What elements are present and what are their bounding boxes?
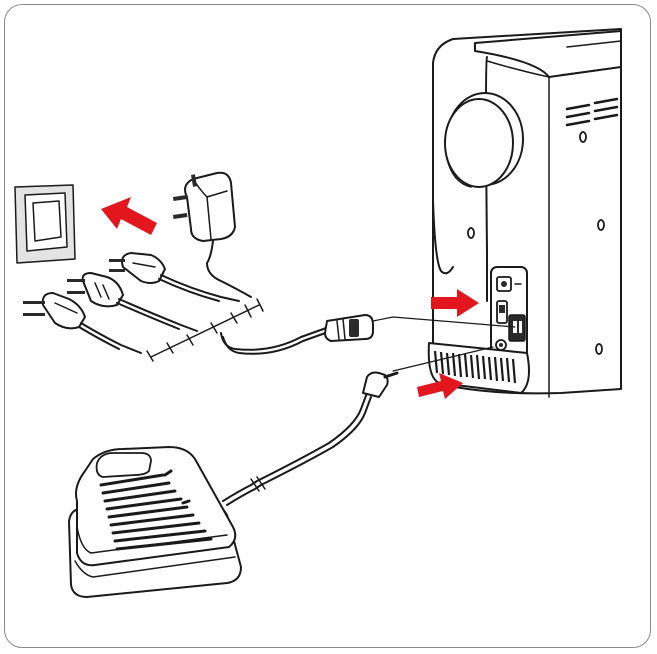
- foot-control-ribs: [99, 469, 213, 551]
- power-switch: [496, 276, 512, 292]
- uk-plug-adapter: [173, 171, 252, 298]
- screw-icon: [579, 131, 587, 143]
- screw-icon: [595, 343, 603, 355]
- us-plug: [67, 272, 198, 332]
- cable-merge-bracket: [146, 298, 264, 362]
- socket-panel: [490, 266, 528, 358]
- screw-icon: [597, 219, 605, 231]
- arrow-to-wall-outlet: [101, 197, 157, 235]
- base-grip-pattern: [433, 350, 517, 384]
- wall-outlet: [14, 184, 76, 264]
- setup-illustration: [14, 28, 622, 598]
- power-cord: [220, 314, 516, 355]
- arrow-to-foot-control-socket: [417, 373, 463, 399]
- vent-grille: [565, 97, 619, 127]
- figure-frame: [4, 4, 651, 648]
- eu-plug-upper: [109, 252, 240, 302]
- foot-control: [68, 346, 494, 598]
- screw-icon: [467, 227, 475, 239]
- sewing-machine: [427, 28, 622, 398]
- light-switch: [496, 300, 508, 324]
- arrow-to-power-socket: [431, 289, 479, 317]
- eu-plug-lower: [23, 292, 142, 354]
- foot-control-plug: [362, 346, 494, 398]
- appliance-connector: [324, 314, 374, 342]
